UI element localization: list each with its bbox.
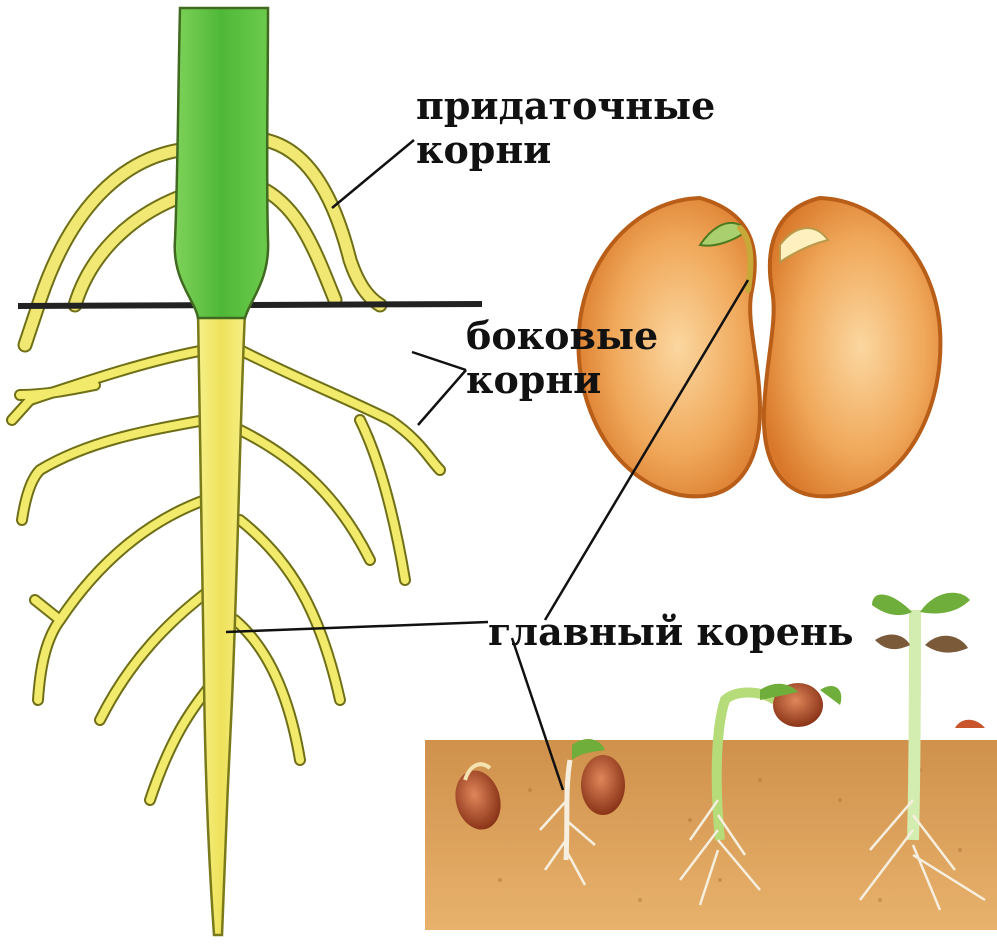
leader-main-root-left bbox=[226, 622, 488, 632]
label-lateral-roots: боковые корни bbox=[466, 314, 658, 402]
label-main-root: главный корень bbox=[488, 610, 854, 654]
root-system bbox=[12, 8, 482, 935]
stem bbox=[175, 8, 268, 318]
leader-lateral-lower bbox=[418, 370, 466, 425]
label-adventitious-roots: придаточные корни bbox=[416, 84, 715, 172]
label-lateral-roots-line1: боковые bbox=[466, 314, 658, 358]
label-adventitious-roots-line2: корни bbox=[416, 128, 715, 172]
leader-lateral-upper bbox=[412, 352, 466, 370]
label-main-root-text: главный корень bbox=[488, 610, 854, 654]
label-adventitious-roots-line1: придаточные bbox=[416, 84, 715, 128]
label-lateral-roots-line2: корни bbox=[466, 358, 658, 402]
leader-adventitious bbox=[332, 140, 414, 208]
